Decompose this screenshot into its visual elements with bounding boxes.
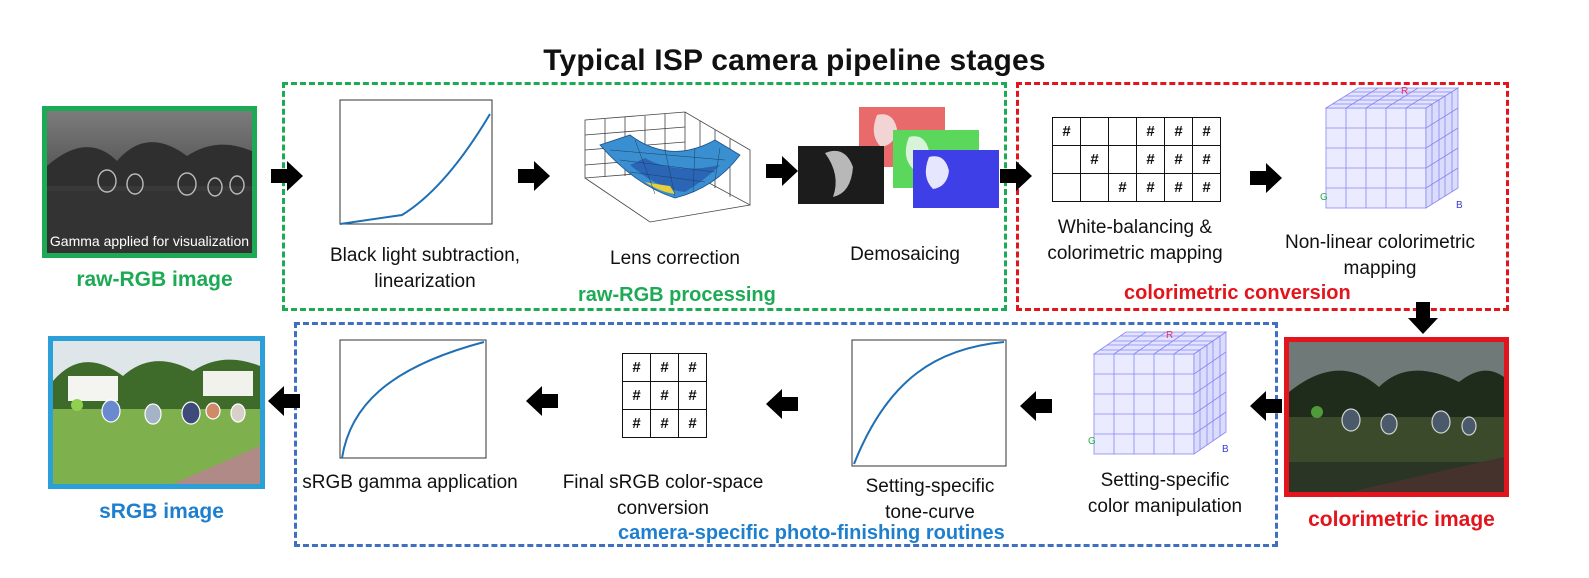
lens-surface-icon [584, 111, 751, 223]
cube-axis-r: R [1401, 86, 1408, 97]
srgb-image [48, 336, 265, 489]
raw-rgb-image: Gamma applied for visualization [42, 106, 257, 258]
right-arrow-icon [1250, 163, 1282, 193]
left-arrow-icon [268, 386, 300, 416]
lut-cube-icon: R G B [1320, 86, 1463, 211]
colorimetric-image [1284, 337, 1509, 497]
cube-axis-b: B [1222, 444, 1229, 455]
cube-axis-b: B [1456, 200, 1463, 211]
stage-white-balance-label: White-balancing & colorimetric mapping [1047, 217, 1223, 264]
stage-nonlinear-label: Non-linear colorimetric mapping [1284, 232, 1476, 279]
photo-finishing-label: camera-specific photo-finishing routines [618, 522, 1005, 544]
linearization-curve-icon [339, 99, 493, 225]
matrix-grid-icon: ### ### ### [622, 353, 707, 438]
cube-axis-g: G [1320, 192, 1328, 203]
stage-gamma-label: sRGB gamma application [302, 472, 518, 493]
raw-rgb-processing-group [282, 82, 1007, 311]
right-arrow-icon [518, 161, 550, 191]
demosaic-channels-icon [798, 107, 999, 208]
stage-final-srgb-label: Final sRGB color-space conversion [562, 472, 764, 519]
down-arrow-icon [1408, 302, 1438, 334]
right-arrow-icon [1000, 161, 1032, 191]
left-arrow-icon [1250, 391, 1282, 421]
matrix-grid-icon: ### ### ### [1136, 117, 1221, 202]
photo-finishing-group [294, 322, 1278, 547]
stage-color-manipulation-label: Setting-specific color manipulation [1087, 470, 1243, 517]
white-balance-diagonal-matrix: # # # [1052, 117, 1137, 202]
raw-rgb-image-label: raw-RGB image [76, 268, 233, 291]
colorimetric-image-label: colorimetric image [1308, 508, 1495, 531]
left-arrow-icon [1020, 391, 1052, 421]
colorimetric-conversion-group [1016, 82, 1509, 311]
left-arrow-icon [766, 389, 798, 419]
tone-curve-icon [851, 339, 1007, 467]
gamma-curve-icon [339, 339, 487, 459]
right-arrow-icon [766, 156, 798, 186]
stage-demosaic-label: Demosaicing [850, 244, 960, 265]
left-arrow-icon [526, 386, 558, 416]
stage-tone-curve-label: Setting-specific tone-curve [865, 476, 995, 523]
stage-black-light-label: Black light subtraction, linearization [329, 245, 521, 292]
stage-lens-label: Lens correction [610, 248, 740, 269]
right-arrow-icon [271, 161, 303, 191]
colorimetric-conversion-label: colorimetric conversion [1124, 282, 1351, 304]
raw-image-overlay-text: Gamma applied for visualization [49, 233, 250, 249]
lut-cube-icon: R G B [1088, 330, 1229, 455]
diagram-title: Typical ISP camera pipeline stages [543, 44, 1046, 77]
cube-axis-r: R [1166, 330, 1173, 341]
cube-axis-g: G [1088, 436, 1096, 447]
srgb-image-label: sRGB image [99, 500, 224, 523]
raw-rgb-processing-label: raw-RGB processing [578, 284, 776, 306]
